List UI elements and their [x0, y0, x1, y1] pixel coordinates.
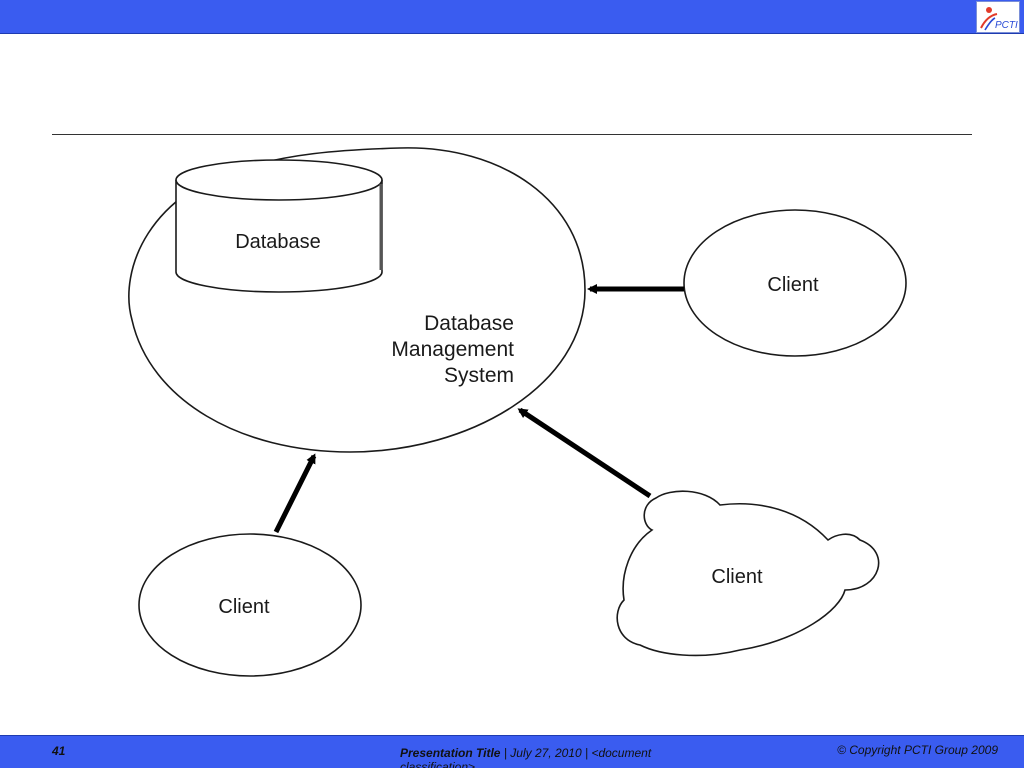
client-right-ellipse [683, 209, 907, 357]
logo-swoosh-icon [980, 13, 998, 29]
dbms-label-line-3: System [444, 364, 514, 387]
client-bottom-left-ellipse [138, 533, 362, 677]
page-number: 41 [52, 744, 66, 758]
logo-dot-icon [986, 7, 992, 13]
client-right-node: Client [683, 209, 907, 357]
copyright-notice: © Copyright PCTI Group 2009 [837, 743, 998, 757]
header-bar: PCTI [0, 0, 1024, 34]
presentation-title: Presentation Title [400, 746, 501, 760]
database-label: Database [235, 231, 321, 253]
client-bottom-left-label: Client [218, 596, 270, 618]
client-bottom-right-node: Client [616, 490, 880, 657]
arrow-client-bottom-right-to-dbms [517, 407, 652, 499]
footer-details: | July 27, 2010 | <document classificati… [400, 746, 652, 768]
client-bottom-right-cloud [616, 490, 880, 657]
client-right-label: Client [767, 274, 819, 296]
logo-text: PCTI [995, 20, 1018, 31]
title-divider [52, 134, 972, 135]
footer-info: Presentation Title | July 27, 2010 | <do… [400, 746, 720, 768]
pcti-logo: PCTI [976, 1, 1020, 33]
client-bottom-right-label: Client [711, 566, 763, 588]
dbms-label-line-1: Database [424, 312, 514, 335]
arrow-client-bottom-left-to-dbms [273, 453, 317, 534]
database-cylinder: Database [175, 159, 383, 293]
dbms-label-line-2: Management [391, 338, 514, 361]
client-bottom-left-node: Client [138, 533, 362, 677]
footer-bar: 41 Presentation Title | July 27, 2010 | … [0, 735, 1024, 768]
